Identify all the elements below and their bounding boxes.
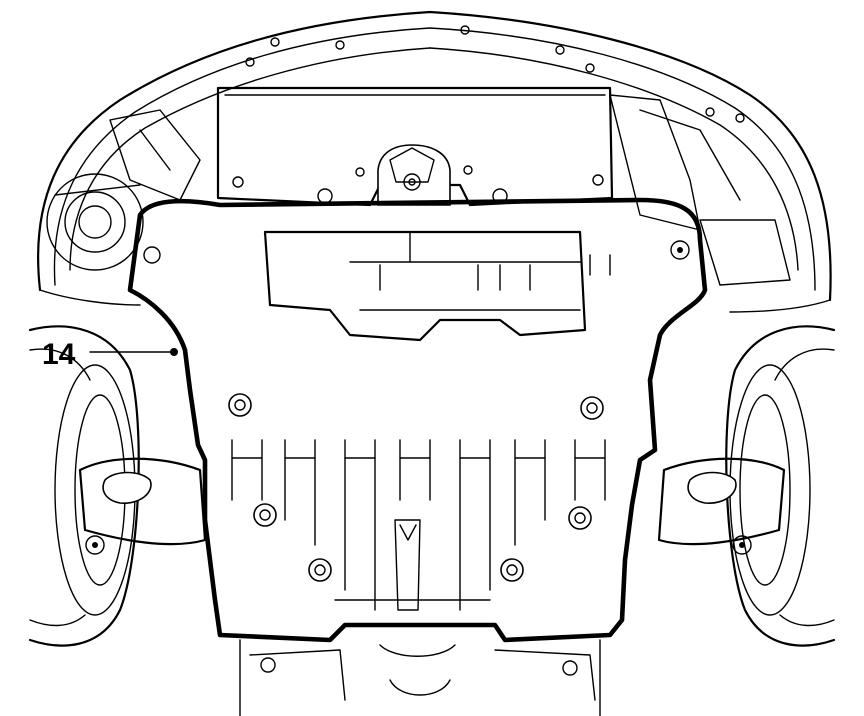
right-wheel bbox=[725, 325, 836, 647]
engine-undershield bbox=[127, 197, 708, 643]
callout-14: 14 bbox=[42, 338, 178, 371]
right-suspension-arm bbox=[657, 457, 786, 555]
right-side-components bbox=[609, 94, 791, 286]
callout-label: 14 bbox=[42, 338, 76, 371]
left-suspension-arm bbox=[78, 457, 207, 555]
left-horn bbox=[46, 109, 201, 271]
upper-splash-shield bbox=[143, 230, 690, 342]
lower-subframe bbox=[239, 639, 601, 716]
upper-cross-panel bbox=[216, 25, 614, 207]
callout-leader-dot bbox=[170, 348, 178, 356]
front-bumper-outline bbox=[37, 10, 832, 313]
